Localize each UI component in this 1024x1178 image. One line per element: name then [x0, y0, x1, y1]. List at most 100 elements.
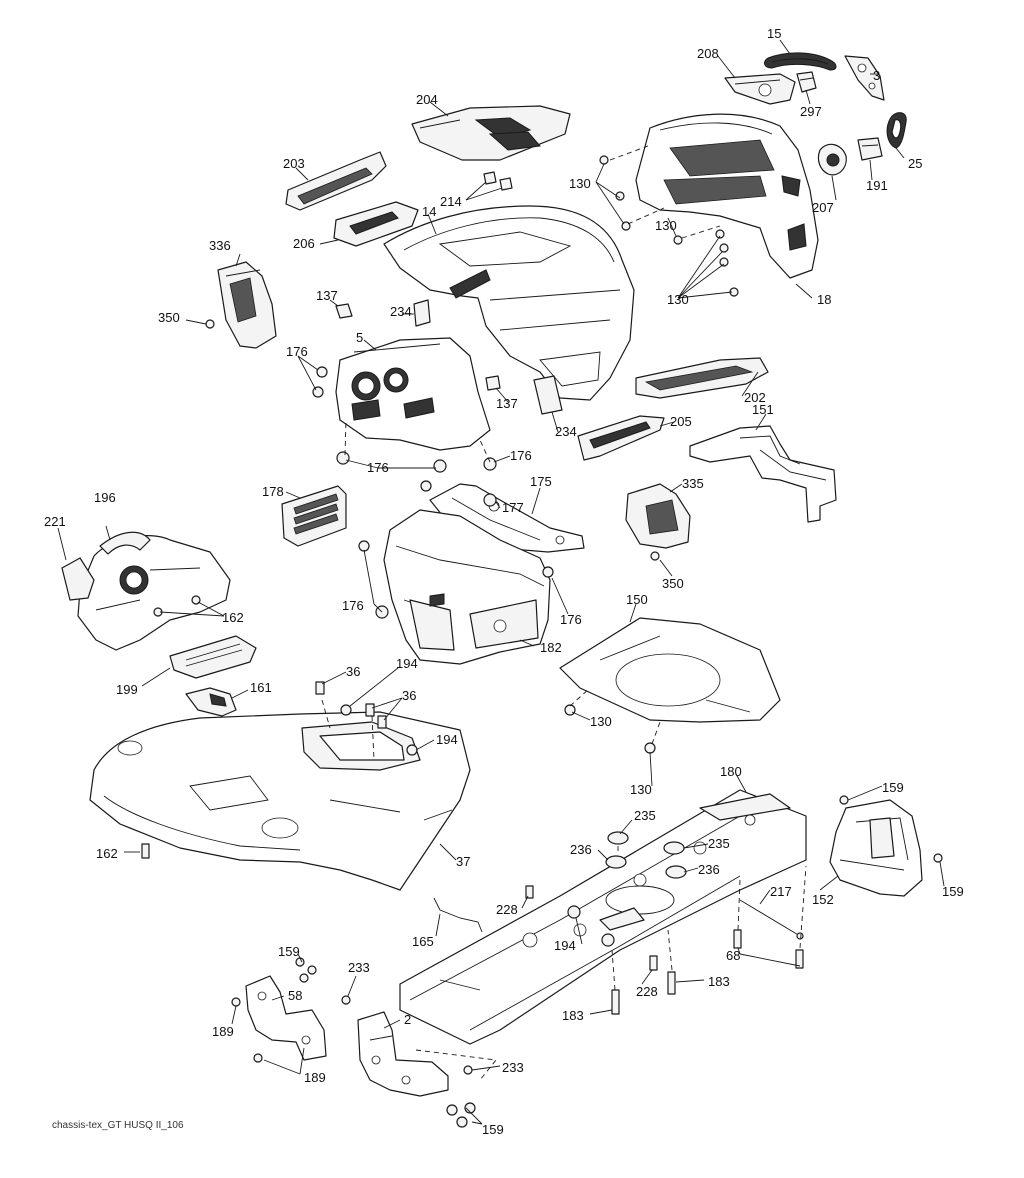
label-162-a: 162	[222, 610, 244, 625]
label-196: 196	[94, 490, 116, 505]
label-175: 175	[530, 474, 552, 489]
label-194-b: 194	[436, 732, 458, 747]
label-217: 217	[770, 884, 792, 899]
part-350-screw-a	[205, 319, 215, 329]
label-177: 177	[502, 500, 524, 515]
part-176-bumpers-a	[312, 366, 497, 473]
label-137-a: 137	[316, 288, 338, 303]
label-235-a: 235	[634, 808, 656, 823]
label-176-a: 176	[286, 344, 308, 359]
label-68: 68	[726, 948, 740, 963]
label-205: 205	[670, 414, 692, 429]
label-176-c: 176	[510, 448, 532, 463]
part-161	[185, 687, 237, 717]
part-68-bolts	[733, 929, 804, 969]
part-183-bolts	[611, 971, 676, 1015]
part-14-hood	[383, 205, 635, 401]
label-194-a: 194	[396, 656, 418, 671]
label-350-b: 350	[662, 576, 684, 591]
label-15: 15	[767, 26, 781, 41]
label-233-b: 233	[502, 1060, 524, 1075]
part-37-fender	[89, 711, 471, 891]
label-336: 336	[209, 238, 231, 253]
label-14: 14	[422, 204, 436, 219]
part-297-clip	[796, 71, 817, 93]
part-228-bolts	[525, 885, 658, 971]
label-234-a: 234	[390, 304, 412, 319]
part-162-screw-b	[141, 843, 150, 859]
label-183-b: 183	[562, 1008, 584, 1023]
label-189-a: 189	[212, 1024, 234, 1039]
label-152: 152	[812, 892, 834, 907]
label-151: 151	[752, 402, 774, 417]
label-180: 180	[720, 764, 742, 779]
label-297: 297	[800, 104, 822, 119]
label-130-a: 130	[569, 176, 591, 191]
part-137-clip-b	[485, 375, 501, 391]
part-36-screws	[315, 681, 387, 729]
label-18: 18	[817, 292, 831, 307]
part-159-screws-b	[295, 957, 476, 1128]
label-207: 207	[812, 200, 834, 215]
part-207-headlight	[817, 143, 847, 176]
label-5: 5	[356, 330, 363, 345]
part-178-vent	[281, 485, 347, 547]
part-25-lens	[886, 112, 907, 149]
label-191: 191	[866, 178, 888, 193]
label-203: 203	[283, 156, 305, 171]
label-350-a: 350	[158, 310, 180, 325]
part-151-bracket	[689, 425, 837, 523]
label-204: 204	[416, 92, 438, 107]
part-199-panel	[169, 635, 257, 679]
label-182: 182	[540, 640, 562, 655]
part-204-hood-top	[411, 105, 571, 161]
label-178: 178	[262, 484, 284, 499]
label-176-b: 176	[367, 460, 389, 475]
label-36-a: 36	[346, 664, 360, 679]
part-189-screws	[231, 997, 263, 1063]
part-137-clip-a	[335, 303, 353, 319]
part-208-badge	[724, 73, 796, 105]
label-183-a: 183	[708, 974, 730, 989]
part-176-bumpers-b	[358, 480, 554, 619]
diagram-caption: chassis-tex_GT HUSQ II_106	[52, 1120, 184, 1131]
label-335: 335	[682, 476, 704, 491]
part-234-tab-a	[413, 299, 431, 327]
part-58-bracket	[245, 975, 327, 1061]
label-176-e: 176	[560, 612, 582, 627]
label-206: 206	[293, 236, 315, 251]
label-137-b: 137	[496, 396, 518, 411]
part-2-bracket	[357, 1011, 449, 1097]
label-2: 2	[404, 1012, 411, 1027]
part-335-side-panel	[625, 483, 691, 549]
label-208: 208	[697, 46, 719, 61]
part-235-236-bushings	[605, 831, 687, 879]
part-202-grille-bar	[635, 357, 769, 399]
label-159-a: 159	[882, 780, 904, 795]
label-58: 58	[288, 988, 302, 1003]
part-5-dash	[335, 337, 491, 451]
label-150: 150	[626, 592, 648, 607]
label-161: 161	[250, 680, 272, 695]
label-235-b: 235	[708, 836, 730, 851]
label-234-b: 234	[555, 424, 577, 439]
label-194-c: 194	[554, 938, 576, 953]
part-152-bracket	[829, 799, 923, 897]
part-350-screw-b	[650, 551, 660, 561]
label-233-a: 233	[348, 960, 370, 975]
label-159-b: 159	[942, 884, 964, 899]
part-194-nuts-b	[567, 905, 615, 947]
label-228-b: 228	[636, 984, 658, 999]
label-130-d: 130	[590, 714, 612, 729]
part-labels: 15 208 3 297 204 25 191 207 203 130 130 …	[44, 26, 964, 1137]
leader-lines	[57, 39, 945, 1125]
label-159-c: 159	[278, 944, 300, 959]
label-202: 202	[744, 390, 766, 405]
part-191	[857, 137, 883, 161]
part-15-trim	[764, 52, 837, 71]
label-3: 3	[873, 68, 880, 83]
part-150-panel	[559, 617, 781, 723]
label-214: 214	[440, 194, 462, 209]
label-37: 37	[456, 854, 470, 869]
part-217-rod	[739, 899, 804, 940]
